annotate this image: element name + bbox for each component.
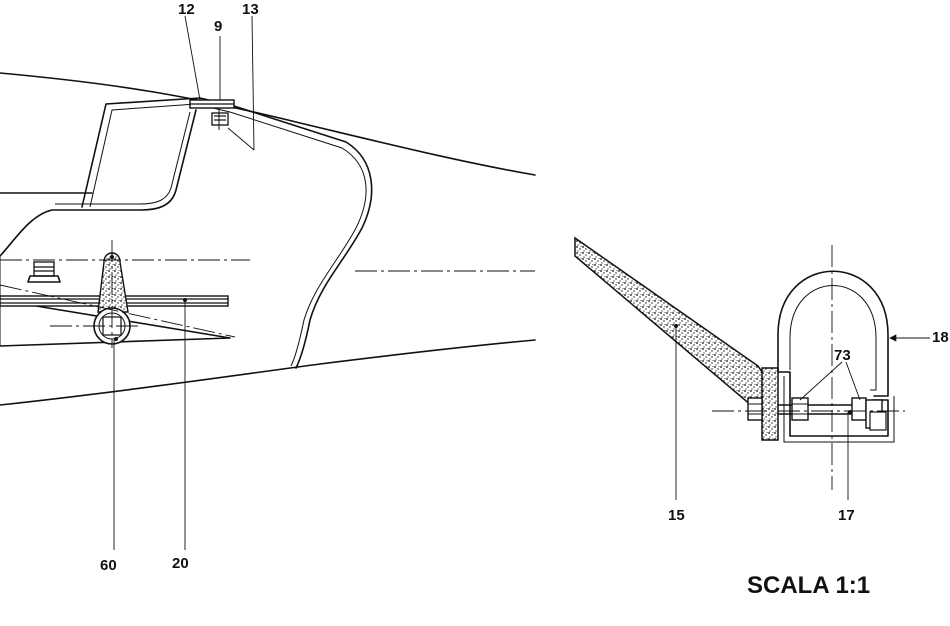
label-17: 17	[838, 507, 855, 524]
canopy-latch	[190, 100, 234, 130]
label-12: 12	[178, 1, 195, 18]
leader-73-a	[800, 362, 842, 400]
dome-cover-outer	[778, 271, 888, 396]
label-18: 18	[932, 329, 949, 346]
pulley-fitting	[28, 262, 60, 282]
label-15: 15	[668, 507, 685, 524]
diagonal-member	[575, 238, 770, 406]
left-view-leaders	[114, 16, 254, 550]
leader-13	[252, 16, 254, 150]
seat-back-line	[0, 110, 196, 256]
leader-12	[185, 16, 200, 100]
scale-label: SCALA 1:1	[747, 572, 870, 599]
label-73: 73	[834, 347, 851, 364]
fuselage-bottom-contour	[0, 340, 535, 405]
seat-back-line-inner	[55, 112, 190, 204]
vertical-plate	[762, 368, 778, 440]
label-60: 60	[100, 557, 117, 574]
leader-13-elbow	[228, 128, 254, 150]
label-9: 9	[214, 18, 222, 35]
leader-73-b	[846, 362, 860, 400]
dome-cover-inner	[790, 286, 876, 391]
fuselage-side-view	[0, 73, 535, 405]
label-13: 13	[242, 1, 259, 18]
canopy-frame-inner	[90, 104, 366, 366]
section-detail-view	[575, 238, 905, 490]
label-20: 20	[172, 555, 189, 572]
